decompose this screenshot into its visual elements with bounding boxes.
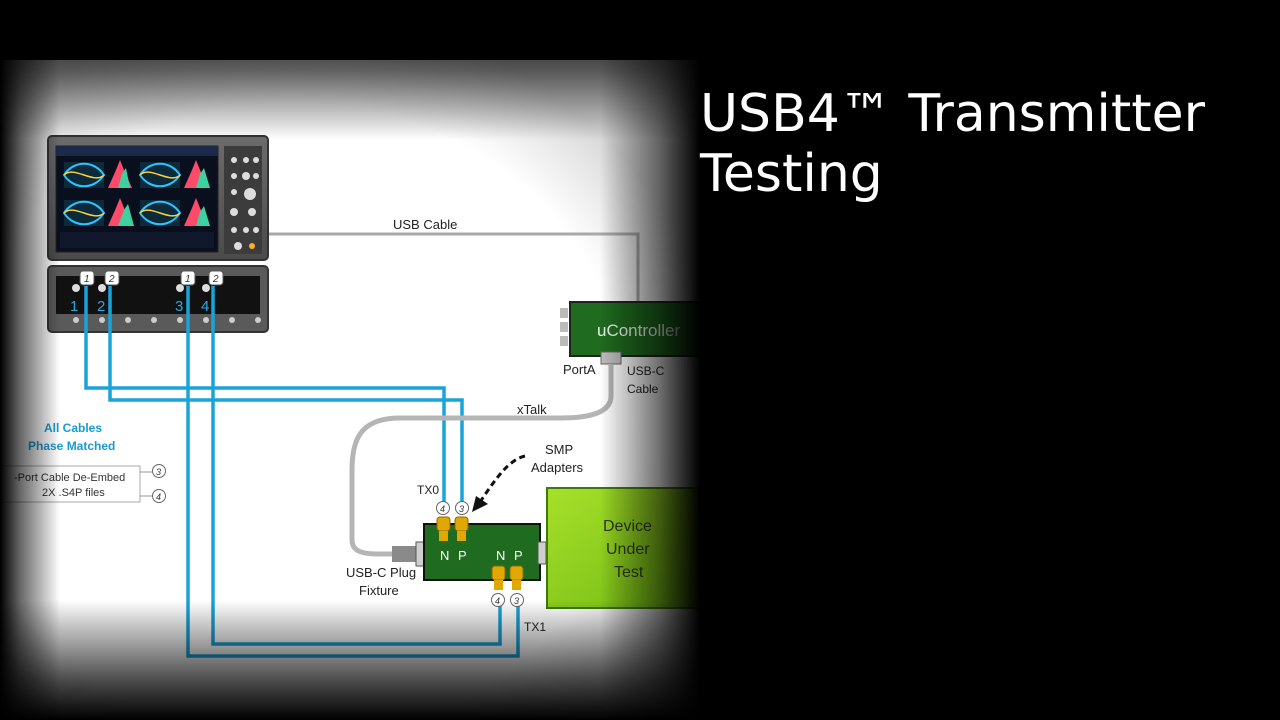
scope-port-tag-1: 1	[79, 270, 95, 286]
svg-text:4: 4	[440, 504, 445, 514]
dut-label-2: Under	[606, 541, 650, 558]
oscilloscope	[47, 135, 269, 261]
xtalk-label: xTalk	[517, 402, 547, 417]
device-under-test: Device Under Test	[546, 487, 708, 609]
usb-cable-label: USB Cable	[393, 217, 457, 232]
scope-knob-panel	[224, 146, 262, 254]
svg-text:4: 4	[495, 596, 500, 606]
fixture-p-left: P	[458, 548, 467, 563]
scope-port-tag-4: 2	[208, 270, 224, 286]
scope-port-tag-2: 2	[104, 270, 120, 286]
scope-channel-label-2: 2	[97, 298, 105, 315]
svg-text:2: 2	[108, 274, 115, 285]
slide-title-line-1: USB4™ Transmitter	[700, 84, 1206, 144]
deembed-label-2: 2X .S4P files	[42, 487, 105, 499]
deembed-label-1: -Port Cable De-Embed	[14, 472, 125, 484]
smp-label-1: SMP	[545, 442, 573, 457]
eye-diagram-2	[138, 162, 182, 188]
dut-label-1: Device	[603, 518, 652, 535]
svg-text:3: 3	[156, 467, 161, 477]
slide-title: USB4™ Transmitter Testing	[700, 84, 1260, 204]
ucontroller: uController	[560, 301, 711, 365]
tx0-label: TX0	[417, 483, 439, 497]
all-cables-label-2: Phase Matched	[28, 439, 115, 453]
svg-text:4: 4	[156, 492, 161, 502]
usbc-plug-label-1: USB-C Plug	[346, 565, 416, 580]
test-setup-diagram: USB Cable	[0, 0, 711, 720]
usbc-cable-label-2: Cable	[627, 382, 659, 396]
all-cables-label-1: All Cables	[44, 421, 102, 435]
tx1-tag-3: 3	[510, 593, 524, 607]
tx0-tag-4: 4	[436, 501, 450, 515]
dut-label-3: Test	[614, 564, 644, 581]
eye-diagram-1	[62, 162, 106, 188]
svg-text:3: 3	[459, 504, 464, 514]
tx0-tag-3: 3	[455, 501, 469, 515]
fixture-n-right: N	[496, 548, 505, 563]
svg-text:1: 1	[185, 274, 191, 285]
scope-channel-label-1: 1	[70, 298, 78, 315]
svg-text:1: 1	[84, 274, 90, 285]
fixture-n-left: N	[440, 548, 449, 563]
porta-label: PortA	[563, 362, 596, 377]
svg-text:3: 3	[514, 596, 519, 606]
fixture-p-right: P	[514, 548, 523, 563]
tx1-tag-4: 4	[491, 593, 505, 607]
usbc-plug-label-2: Fixture	[359, 583, 399, 598]
ucontroller-label: uController	[597, 321, 680, 340]
scope-port-tag-3: 1	[180, 270, 196, 286]
slide-title-line-2: Testing	[700, 144, 883, 204]
usbc-cable-label-1: USB-C	[627, 364, 665, 378]
eye-diagram-4	[138, 200, 182, 226]
tx1-label: TX1	[524, 620, 546, 634]
diagram-svg: USB Cable	[0, 60, 711, 720]
svg-text:2: 2	[212, 274, 219, 285]
eye-diagram-3	[62, 200, 106, 226]
scope-channel-label-4: 4	[201, 298, 209, 315]
smp-label-2: Adapters	[531, 460, 584, 475]
scope-channel-label-3: 3	[175, 298, 183, 315]
